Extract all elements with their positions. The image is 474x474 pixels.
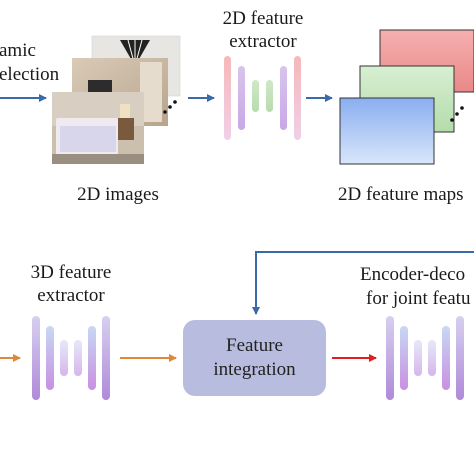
- bar-2d-3: [252, 80, 259, 112]
- bar-2d-5: [280, 66, 287, 130]
- image-front-floor: [52, 154, 144, 164]
- unet-3d-bars: [32, 316, 110, 400]
- bar-enc-6: [456, 316, 464, 400]
- extractor-3d-title-line2: extractor: [37, 285, 105, 306]
- feature-integration-label: Feature integration: [183, 320, 326, 396]
- bar-2d-6: [294, 56, 301, 140]
- bar-2d-1: [224, 56, 231, 140]
- maps-caption: 2D feature maps: [338, 184, 464, 205]
- image-front-blanket: [60, 126, 116, 152]
- encoder-decoder-bars: [386, 316, 464, 400]
- bar-3d-4: [74, 340, 82, 376]
- selection-label-line2: election: [0, 64, 60, 85]
- map-blue: [339, 97, 435, 165]
- bar-enc-1: [386, 316, 394, 400]
- image-stack: [52, 35, 181, 164]
- encoder-title-line2: for joint featu: [366, 288, 471, 309]
- extractor-3d-title-line1: 3D feature: [30, 262, 112, 283]
- bar-3d-1: [32, 316, 40, 400]
- bar-enc-5: [442, 326, 450, 390]
- feature-integration-box: [183, 320, 326, 396]
- image-more-dots: [163, 100, 177, 114]
- bar-2d-2: [238, 66, 245, 130]
- selection-label-line1: amic: [0, 40, 36, 61]
- bar-3d-3: [60, 340, 68, 376]
- bar-enc-2: [400, 326, 408, 390]
- image-middle-door: [140, 62, 162, 122]
- feature-maps-stack: [339, 29, 474, 165]
- bar-enc-4: [428, 340, 436, 376]
- arrow-feedback-loop: [252, 251, 474, 315]
- bar-3d-2: [46, 326, 54, 390]
- integration-line1: Feature: [226, 335, 283, 356]
- image-front-lamp: [120, 104, 130, 118]
- bar-3d-6: [102, 316, 110, 400]
- unet-2d-bars: [224, 56, 301, 140]
- extractor-2d-title-line2: extractor: [229, 31, 297, 52]
- bar-2d-4: [266, 80, 273, 112]
- image-front-nightstand: [118, 118, 134, 140]
- bar-enc-3: [414, 340, 422, 376]
- bar-3d-5: [88, 326, 96, 390]
- map-more-dots: [450, 106, 464, 122]
- images-caption: 2D images: [77, 184, 159, 205]
- integration-line2: integration: [213, 359, 296, 380]
- encoder-title-line1: Encoder-deco: [360, 264, 466, 285]
- extractor-2d-title-line1: 2D feature: [222, 8, 304, 29]
